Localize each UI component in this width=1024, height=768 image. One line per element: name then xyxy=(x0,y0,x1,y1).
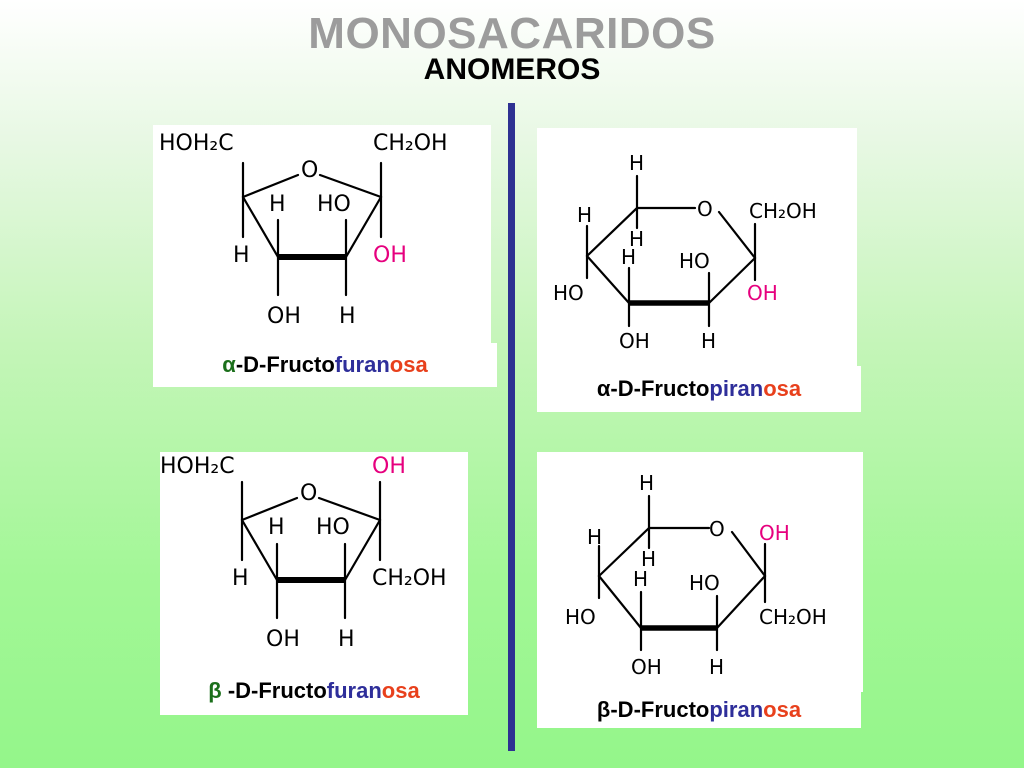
beta-pyranose-panel: H O OH H H H HO HO CH₂OH OH H xyxy=(537,452,863,692)
beta-pyranose-caption: β-D-Fructopiranosa xyxy=(537,692,861,728)
ring-bond xyxy=(240,518,279,582)
label-h: H xyxy=(269,192,286,217)
label-ho: HO xyxy=(317,192,351,217)
caption-prefix: α xyxy=(222,352,236,377)
vertical-divider xyxy=(508,103,515,751)
label-h: H xyxy=(233,243,250,268)
ring-bond xyxy=(344,195,383,259)
ring-bond xyxy=(241,195,280,259)
label-anomeric-oh: OH xyxy=(747,281,778,305)
caption-prefix: β xyxy=(208,678,222,703)
label-h: H xyxy=(577,203,592,227)
label-h: H xyxy=(587,525,602,549)
label-ho: HO xyxy=(689,571,720,595)
label-h: H xyxy=(621,245,636,269)
label-h: H xyxy=(639,471,654,495)
caption-prefix: α xyxy=(596,376,611,401)
ring-bond xyxy=(597,526,651,578)
label-oh: OH xyxy=(267,304,301,329)
ring-bond xyxy=(241,173,300,199)
label-ho: HO xyxy=(679,249,710,273)
caption-ring: furan xyxy=(334,352,390,377)
label-h: H xyxy=(339,304,356,329)
label-h: H xyxy=(268,515,285,540)
ring-bond xyxy=(585,254,631,305)
label-ring-oxygen: O xyxy=(301,158,318,183)
label-anomeric-oh: OH xyxy=(373,243,407,268)
label-anomeric-oh: OH xyxy=(372,454,406,479)
caption-suffix: osa xyxy=(381,678,420,703)
alpha-furanose-caption: α-D-Fructofuranosa xyxy=(153,343,497,387)
label-ch2oh: CH₂OH xyxy=(759,605,827,629)
beta-furanose-structure: HOH₂C OH O H HO H CH₂OH OH H xyxy=(160,454,447,652)
caption-ring: furan xyxy=(326,678,382,703)
ring-bond xyxy=(707,256,757,305)
caption-suffix: osa xyxy=(389,352,428,377)
label-h: H xyxy=(338,627,355,652)
label-h: H xyxy=(633,567,648,591)
label-ch2oh: CH₂OH xyxy=(373,131,448,156)
ring-bond xyxy=(730,530,767,578)
caption-suffix: osa xyxy=(763,376,802,401)
ring-bond xyxy=(715,574,767,630)
ring-bond xyxy=(240,496,299,522)
beta-pyranose-structure: H O OH H H H HO HO CH₂OH OH H xyxy=(565,471,827,679)
caption-stem: -D-Fructo xyxy=(221,678,327,703)
label-anomeric-oh: OH xyxy=(759,521,790,545)
page-subtitle: ANOMEROS xyxy=(423,53,601,86)
label-ring-oxygen: O xyxy=(709,517,725,541)
label-h: H xyxy=(641,547,656,571)
beta-furanose-panel: HOH₂C OH O H HO H CH₂OH OH H xyxy=(160,452,468,667)
alpha-pyranose-caption: α-D-Fructopiranosa xyxy=(537,366,861,412)
label-hoh2c: HOH₂C xyxy=(159,131,234,156)
label-ho: HO xyxy=(553,281,584,305)
caption-stem: -D-Fructo xyxy=(235,352,335,377)
alpha-furanose-structure: HOH₂C CH₂OH O H HO H OH OH H xyxy=(159,131,448,329)
label-ch2oh: CH₂OH xyxy=(372,566,447,591)
caption-prefix: β xyxy=(596,697,611,722)
label-oh: OH xyxy=(619,329,650,353)
page-title: MONOSACARIDOS xyxy=(308,9,716,58)
ring-bond xyxy=(317,496,382,522)
label-hoh2c: HOH₂C xyxy=(160,454,235,479)
label-oh: OH xyxy=(266,627,300,652)
alpha-furanose-panel: HOH₂C CH₂OH O H HO H OH OH H xyxy=(153,125,491,343)
caption-stem: -D-Fructo xyxy=(610,376,710,401)
label-h: H xyxy=(709,655,724,679)
label-h: H xyxy=(701,329,716,353)
alpha-pyranose-structure: H O CH₂OH H H H HO HO OH OH H xyxy=(553,151,817,353)
ring-bond xyxy=(717,210,757,260)
caption-ring: piran xyxy=(709,697,764,722)
caption-ring: piran xyxy=(709,376,764,401)
label-ring-oxygen: O xyxy=(300,481,317,506)
ring-bond xyxy=(597,574,643,630)
label-h: H xyxy=(629,151,644,175)
ring-bond xyxy=(585,206,639,258)
ring-bond xyxy=(318,173,383,199)
label-ho: HO xyxy=(316,515,350,540)
label-h: H xyxy=(232,566,249,591)
alpha-pyranose-panel: H O CH₂OH H H H HO HO OH OH H xyxy=(537,128,857,366)
label-ch2oh: CH₂OH xyxy=(749,199,817,223)
label-ho: HO xyxy=(565,605,596,629)
caption-suffix: osa xyxy=(763,697,802,722)
label-ring-oxygen: O xyxy=(697,197,713,221)
label-h: H xyxy=(629,227,644,251)
label-oh: OH xyxy=(631,655,662,679)
beta-furanose-caption: β -D-Fructofuranosa xyxy=(160,667,468,715)
caption-stem: -D-Fructo xyxy=(610,697,710,722)
ring-bond xyxy=(343,518,382,582)
